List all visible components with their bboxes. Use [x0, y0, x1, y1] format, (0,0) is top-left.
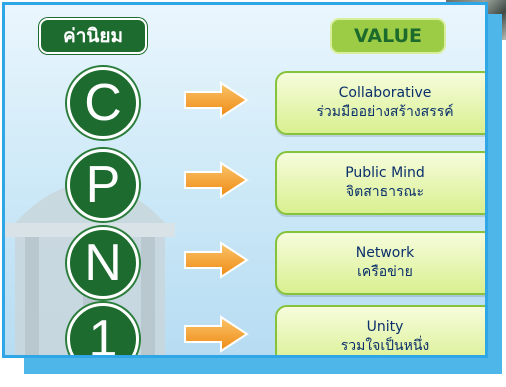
value-box-network: Network เครือข่าย [275, 231, 485, 295]
value-box-unity: Unity รวมใจเป็นหนึ่ง [275, 305, 485, 355]
value-thai: จิตสาธารณะ [345, 184, 425, 200]
right-arrow-icon [184, 161, 249, 199]
value-box-public-mind: Public Mind จิตสาธารณะ [275, 151, 485, 215]
right-arrow-icon [184, 315, 249, 353]
letter-circle-p: P [67, 149, 139, 221]
value-thai: รวมใจเป็นหนึ่ง [340, 338, 430, 354]
value-box-collaborative: Collaborative ร่วมมืออย่างสร้างสรรค์ [275, 71, 485, 135]
value-english: Public Mind [345, 165, 425, 182]
values-title-thai: ค่านิยม [39, 18, 147, 54]
values-card: ค่านิยม VALUE C Collaborative ร่วมมืออย่… [2, 2, 488, 358]
value-english: Unity [366, 319, 404, 336]
value-english: Collaborative [338, 85, 432, 102]
letter-circle-n: N [67, 227, 139, 299]
value-thai: ร่วมมืออย่างสร้างสรรค์ [316, 104, 454, 120]
right-arrow-icon [184, 241, 249, 279]
letter-circle-1: 1 [67, 303, 139, 355]
value-english: Network [355, 245, 415, 262]
values-title-english: VALUE [330, 18, 446, 54]
value-thai: เครือข่าย [357, 264, 413, 280]
letter-circle-c: C [67, 67, 139, 139]
right-arrow-icon [184, 81, 249, 119]
